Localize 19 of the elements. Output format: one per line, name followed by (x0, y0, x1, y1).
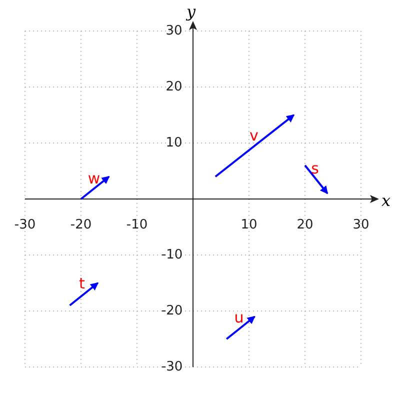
tick-label: 30 (166, 24, 182, 38)
tick-label: -30 (14, 218, 36, 232)
tick-label: -30 (161, 360, 183, 374)
tick-label: 30 (352, 218, 370, 232)
tick-label: -20 (70, 218, 92, 232)
tick-label: -20 (161, 304, 183, 318)
vector-label: t (79, 276, 85, 292)
tick-label: 10 (166, 136, 182, 150)
tick-label: 20 (296, 218, 314, 232)
vector-label: u (234, 310, 244, 326)
vector-label: v (250, 128, 258, 144)
tick-label: -10 (161, 248, 183, 262)
tick-label: 20 (166, 80, 182, 94)
axis-label: x (381, 193, 391, 209)
tick-label: 10 (240, 218, 258, 232)
axis-label: y (186, 4, 196, 20)
tick-label: -10 (126, 218, 148, 232)
vector-label: w (88, 172, 100, 186)
vector-label: s (311, 162, 319, 176)
